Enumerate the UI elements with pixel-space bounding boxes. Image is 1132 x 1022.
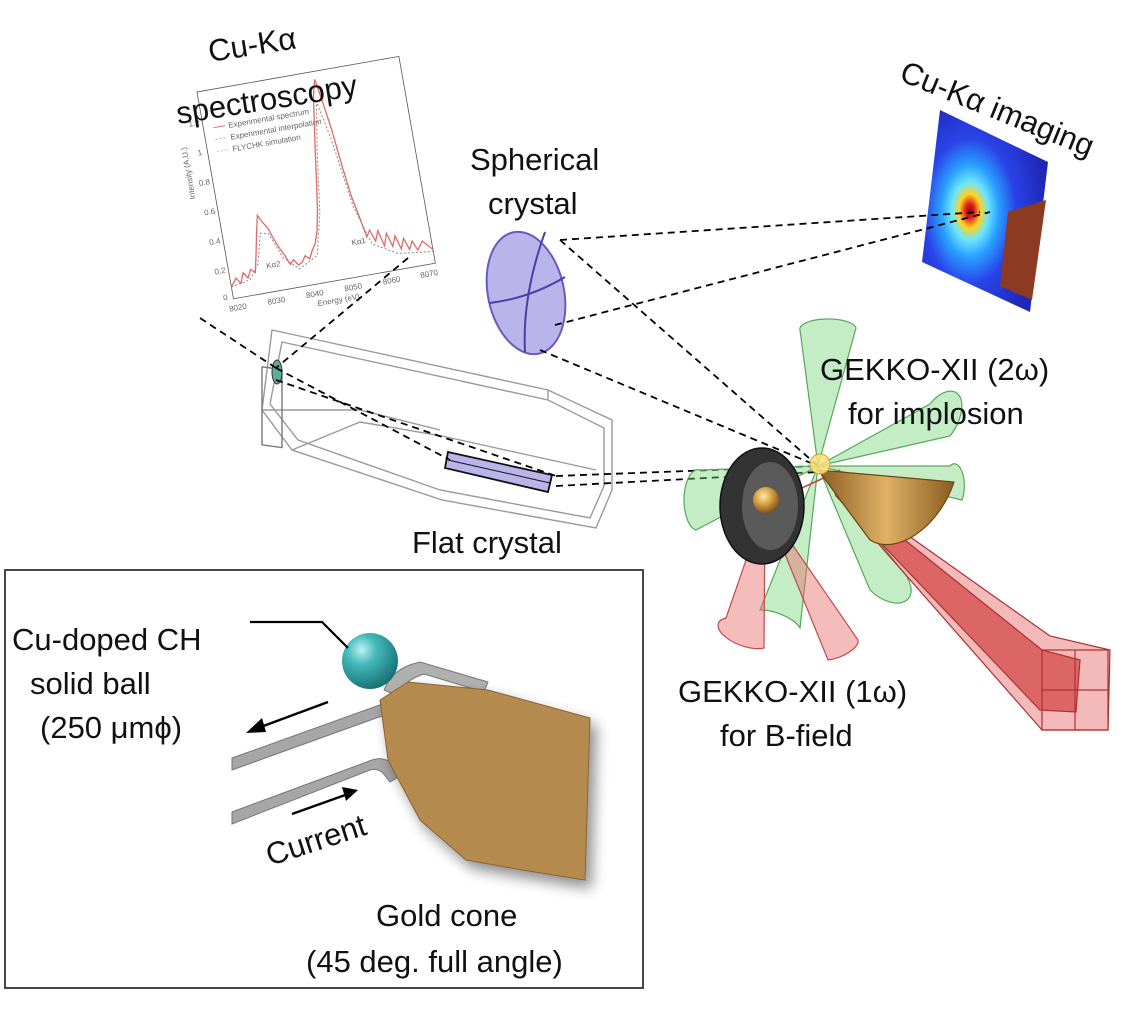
- gekko-1w-label-line1: GEKKO-XII (1ω): [678, 674, 907, 709]
- xtick-1: 8020: [228, 302, 248, 314]
- spherical-crystal-label-line1: Spherical: [470, 142, 599, 177]
- peak-label-ka2: Kα2: [266, 259, 282, 270]
- ytick-4: 0.6: [203, 207, 216, 218]
- implosion-point: [809, 453, 831, 475]
- target-ball: [753, 487, 779, 513]
- flat-crystal-spectrometer: [261, 329, 613, 529]
- target-inset: Cu-doped CH solid ball (250 μmϕ) Current…: [4, 569, 644, 989]
- xtick-2: 8030: [267, 295, 287, 307]
- ytick-2: 1: [197, 148, 203, 158]
- ytick-6: 0.2: [214, 266, 227, 277]
- spectroscopy-title-line1: Cu-Kα: [206, 20, 299, 68]
- cu-doped-ball: [342, 633, 398, 689]
- current-arrow-in: [291, 787, 358, 816]
- spectrum-xticks: 8020 8030 8040 8050 8060 8070: [228, 268, 439, 314]
- ytick-5: 0.4: [209, 236, 222, 247]
- ytick-7: 0: [222, 293, 228, 303]
- ball-leader-line: [250, 620, 349, 649]
- xtick-4: 8050: [344, 281, 364, 293]
- ytick-1: 1.2: [188, 118, 201, 129]
- ball-label-line1: Cu-doped CH: [12, 622, 202, 657]
- spherical-crystal-label-line2: crystal: [488, 186, 578, 221]
- spectrum-simulation: [231, 101, 434, 288]
- spherical-crystal: [485, 230, 567, 356]
- inset-gold-cone: [379, 681, 591, 881]
- xtick-3: 8040: [305, 288, 325, 300]
- gekko-2w-label-line1: GEKKO-XII (2ω): [820, 352, 1049, 387]
- cone-label-line2: (45 deg. full angle): [306, 944, 563, 979]
- ytick-3: 0.8: [198, 177, 211, 188]
- spectrum-plot: 1.2 1 0.8 0.6 0.4 0.2 0 8020 8030 8040 8…: [179, 55, 439, 314]
- gekko-1w-label-line2: for B-field: [720, 718, 853, 753]
- spectrum-yticks: 1.2 1 0.8 0.6 0.4 0.2 0: [188, 118, 229, 303]
- flat-crystal: [443, 450, 554, 494]
- gold-cone-target: [816, 469, 955, 546]
- ball-label-line2: solid ball: [30, 666, 151, 701]
- spectrum-ylabel: Intensity (A.U.): [179, 146, 197, 200]
- spectrum-experimental: [230, 79, 434, 288]
- cone-label-line1: Gold cone: [376, 898, 517, 933]
- gekko-2w-label-line2: for implosion: [848, 396, 1024, 431]
- xtick-6: 8070: [419, 268, 439, 280]
- imaging-panel: [922, 110, 1048, 312]
- flat-crystal-label: Flat crystal: [412, 525, 562, 560]
- xtick-5: 8060: [382, 275, 402, 287]
- peak-label-ka1: Kα1: [351, 236, 367, 247]
- ball-label-line3: (250 μmϕ): [40, 710, 182, 745]
- current-arrow-out: [246, 700, 329, 733]
